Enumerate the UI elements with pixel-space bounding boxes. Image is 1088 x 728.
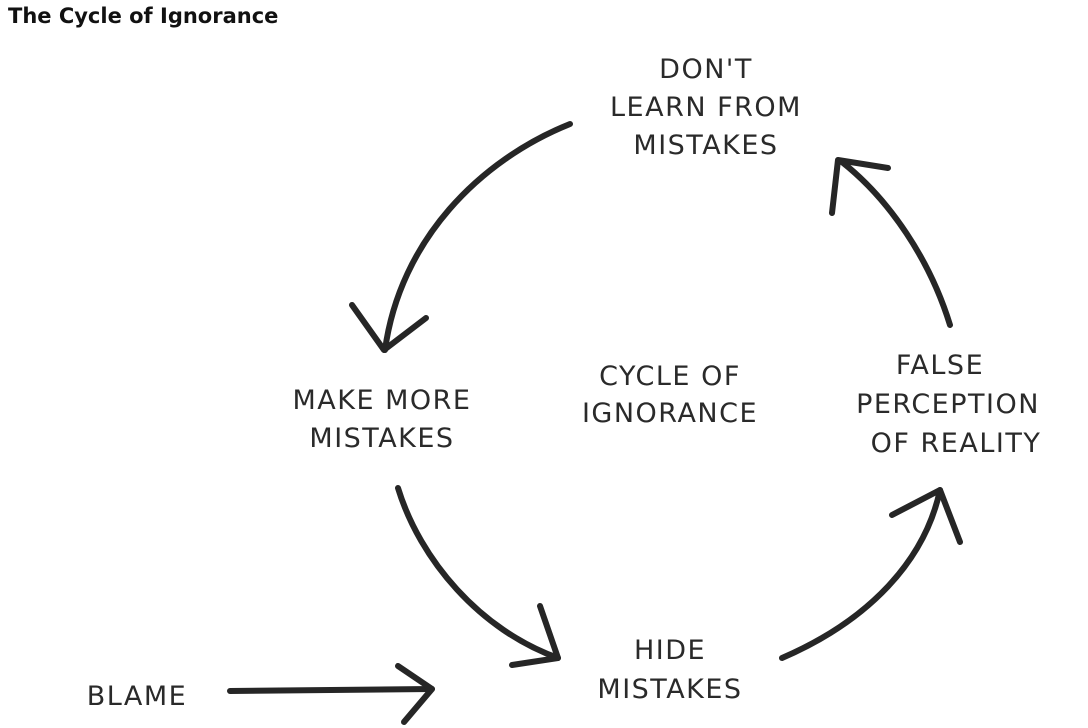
node-dont-learn-from-mistakes: DON'T LEARN FROM MISTAKES [610,54,802,161]
page-title: The Cycle of Ignorance [8,4,279,28]
arrow-blame-to-hide-shaft [227,686,435,694]
node-false-line-1: FALSE [896,350,984,381]
node-make-more-line-2: MISTAKES [309,423,454,454]
node-make-more-line-1: MAKE MORE [293,385,472,416]
node-blame-line-1: BLAME [87,681,188,712]
node-dont-learn-line-3: MISTAKES [633,130,778,161]
arrow-hide-to-false-perception-head [889,487,963,545]
arrow-false-perception-to-dont-learn [829,157,953,328]
node-false-line-2: PERCEPTION [856,389,1040,420]
arrow-make-more-to-hide-shaft [395,485,561,661]
arrow-false-perception-to-dont-learn-shaft [839,159,953,328]
arrow-dont-learn-to-make-more [349,121,573,353]
center-label-line-1: CYCLE OF [599,361,741,392]
arrow-false-perception-to-dont-learn-head [829,157,891,216]
node-make-more-mistakes: MAKE MORE MISTAKES [293,385,472,454]
center-label-line-2: IGNORANCE [582,398,758,429]
arrow-make-more-to-hide-head [509,603,561,668]
node-hide-line-2: MISTAKES [597,674,742,705]
node-hide-line-1: HIDE [634,635,706,666]
node-false-perception-of-reality: FALSE PERCEPTION OF REALITY [856,350,1042,459]
arrow-blame-to-hide [227,663,435,725]
center-label: CYCLE OF IGNORANCE [582,361,758,429]
arrow-dont-learn-to-make-more-shaft [382,121,573,353]
arrow-make-more-to-hide [395,485,561,668]
node-dont-learn-line-2: LEARN FROM [610,92,802,123]
arrow-hide-to-false-perception-shaft [779,487,943,661]
node-dont-learn-line-1: DON'T [659,54,753,85]
arrow-dont-learn-to-make-more-head [349,302,429,353]
node-false-line-3: OF REALITY [871,428,1042,459]
arrow-blame-to-hide-head [395,663,435,725]
node-hide-mistakes: HIDE MISTAKES [597,635,742,705]
arrow-hide-to-false-perception [779,487,963,661]
node-blame: BLAME [87,681,188,712]
